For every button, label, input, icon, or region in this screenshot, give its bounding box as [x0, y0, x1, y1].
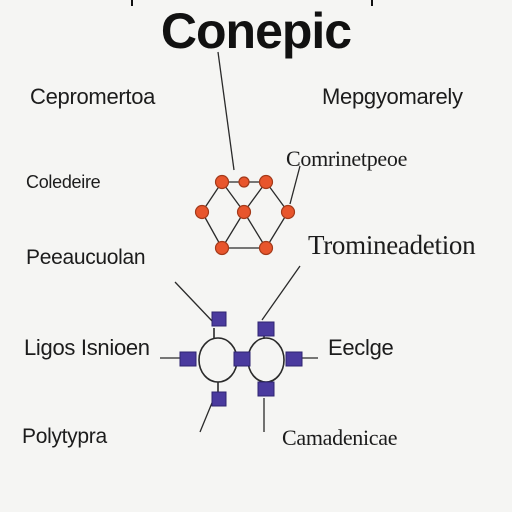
label-comrinetpeoe: Comrinetpeoe: [286, 146, 408, 171]
lattice-node: [258, 174, 274, 190]
connector-comrinet: [289, 165, 301, 205]
label-camadenicae: Camadenicae: [282, 425, 398, 450]
lattice-node: [280, 204, 296, 220]
square-node: [285, 351, 303, 367]
diagram-title: Conepic: [160, 3, 352, 59]
label-ligos-isnioen: Ligos Isnioen: [24, 335, 150, 360]
label-coledeire: Coledeire: [26, 172, 101, 192]
lattice-nodes: [194, 174, 296, 256]
ring-right: [247, 337, 285, 383]
connector-title: [217, 51, 235, 171]
lattice-node: [258, 240, 274, 256]
lattice-node: [214, 174, 230, 190]
ring-left: [198, 337, 238, 383]
square-node: [257, 321, 275, 337]
label-peeaucuolan: Peeaucuolan: [26, 246, 146, 269]
label-polytypra: Polytypra: [22, 425, 107, 448]
square-node: [211, 391, 227, 407]
square-node: [211, 311, 227, 327]
square-node: [179, 351, 197, 367]
label-mepgyomarely: Mepgyomarely: [322, 84, 463, 109]
square-node: [233, 351, 251, 367]
square-node: [257, 381, 275, 397]
label-tromineadetion: Tromineadetion: [308, 230, 476, 260]
connector-peeaucuolan: [174, 281, 214, 323]
square-nodes: [179, 311, 303, 407]
lattice-node: [194, 204, 210, 220]
lattice-node: [214, 240, 230, 256]
connector-lines: [160, 51, 318, 433]
lattice-node: [238, 176, 250, 188]
connector-tromin: [261, 265, 301, 321]
label-cepromertoa: Cepromertoa: [30, 84, 156, 109]
lattice-node: [236, 204, 252, 220]
title-frame: [131, 0, 373, 6]
label-eeclge: Eeclge: [328, 335, 394, 360]
